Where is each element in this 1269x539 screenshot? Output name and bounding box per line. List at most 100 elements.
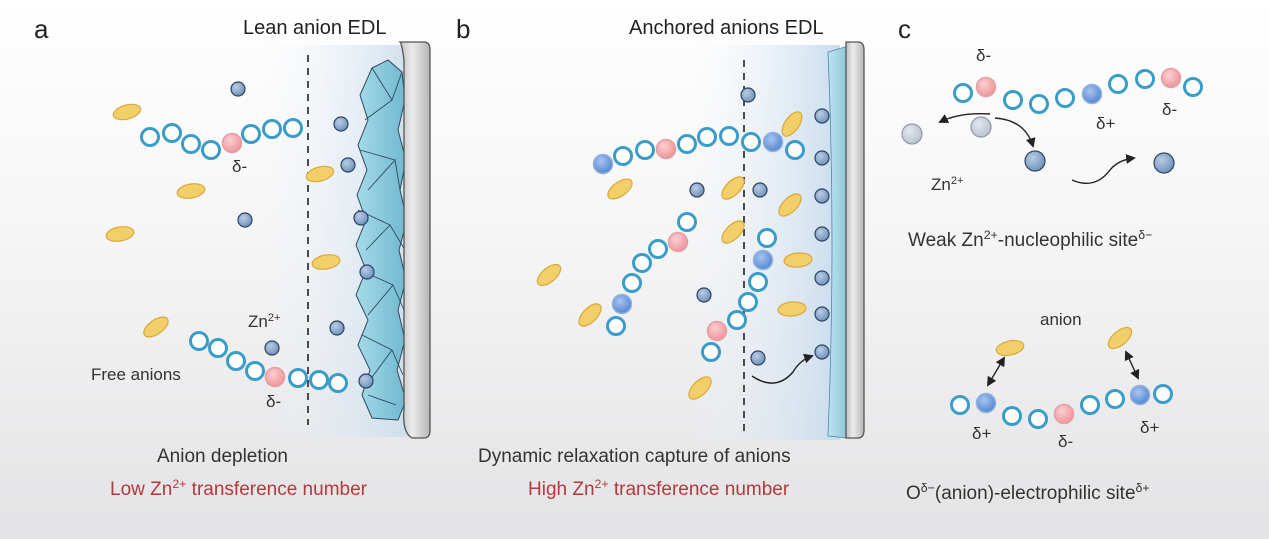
chain-unit	[606, 316, 626, 336]
anion	[721, 176, 745, 200]
cap1-pre: Weak Zn	[908, 230, 984, 251]
chain-positive-site	[1081, 83, 1103, 105]
panel-label-a: a	[34, 14, 49, 44]
delta-minus-label-c3: δ-	[1058, 432, 1074, 451]
chain-unit	[677, 134, 697, 154]
zn-ion	[901, 123, 923, 145]
chain-unit	[1135, 69, 1155, 89]
zn-ion	[814, 150, 830, 166]
chain-unit	[785, 140, 805, 160]
panel-label-c: c	[898, 14, 911, 44]
caption-low-transference: Low Zn2+ transference number	[110, 477, 367, 501]
chain-unit	[1028, 409, 1048, 429]
chain-negative-site	[655, 138, 677, 160]
chain-unit	[140, 127, 160, 147]
chain-unit	[613, 146, 633, 166]
caption-electrophilic: Oδ−(anion)-electrophilic siteδ+	[906, 481, 1150, 505]
zn-ion	[359, 264, 375, 280]
chain-negative-site	[975, 76, 997, 98]
zn-ion	[264, 340, 280, 356]
delta-plus-label-c3: δ+	[1140, 418, 1160, 437]
chain-negative-site	[1053, 403, 1075, 425]
chain-positive-site	[1129, 384, 1151, 406]
arrow	[987, 356, 1005, 387]
chain-unit	[1003, 90, 1023, 110]
caption-low-pre: Low Zn	[110, 479, 173, 500]
chain-unit	[648, 239, 668, 259]
caption-high-transference: High Zn2+ transference number	[528, 478, 790, 501]
anion	[143, 316, 169, 338]
chain-negative-site	[221, 132, 243, 154]
zn-ion	[333, 116, 349, 132]
anion	[721, 220, 745, 244]
chain-unit	[1105, 389, 1125, 409]
caption-anion-depletion: Anion depletion	[157, 446, 288, 467]
chain-unit	[201, 140, 221, 160]
arrow	[1071, 154, 1136, 184]
free-anions-label: Free anions	[91, 365, 181, 384]
chain-unit	[226, 351, 246, 371]
zn-ion	[814, 306, 830, 322]
anion	[311, 254, 341, 270]
chain-positive-site	[592, 153, 614, 175]
anion	[607, 178, 633, 200]
zn-label-a: Zn2+	[248, 312, 280, 332]
zn-ion	[230, 81, 246, 97]
chain-unit	[241, 124, 261, 144]
cap2-pre: O	[906, 483, 921, 504]
delta-minus-label-c2: δ-	[1162, 100, 1178, 119]
caption-low-post: transference number	[186, 479, 367, 500]
zn-ion	[752, 182, 768, 198]
chain-unit	[635, 140, 655, 160]
caption-low-charge: 2+	[172, 477, 187, 492]
chain-unit	[741, 132, 761, 152]
chain-unit	[953, 83, 973, 103]
zn-ion	[740, 87, 756, 103]
zn-ion	[750, 350, 766, 366]
zn-ion	[814, 226, 830, 242]
chain-unit	[262, 119, 282, 139]
zn-ion	[353, 210, 369, 226]
delta-plus-label-c2: δ+	[972, 424, 992, 443]
chain-unit	[245, 361, 265, 381]
anion	[578, 303, 602, 327]
cap2-sup2: δ+	[1135, 481, 1150, 496]
anion	[783, 252, 813, 268]
arrow	[1124, 350, 1140, 380]
delta-minus-label-c1: δ-	[976, 46, 992, 65]
arrow	[751, 353, 814, 384]
panel-b	[690, 41, 865, 440]
anion	[112, 103, 142, 121]
chain-unit	[1055, 88, 1075, 108]
zn-ion	[814, 108, 830, 124]
chain-unit	[632, 253, 652, 273]
zn-symbol-c: Zn	[931, 175, 951, 194]
zn-ion	[1153, 152, 1175, 174]
zn-ion	[696, 287, 712, 303]
chain-negative-site	[264, 366, 286, 388]
chain-unit	[162, 123, 182, 143]
anion	[105, 226, 135, 242]
anion	[781, 111, 803, 137]
diagram-elements	[105, 67, 1203, 429]
chain-positive-site	[762, 131, 784, 153]
caption-high-post: transference number	[608, 479, 790, 500]
chain-unit	[677, 212, 697, 232]
chain-unit	[950, 395, 970, 415]
zn-ion	[814, 270, 830, 286]
zn-ion	[358, 373, 374, 389]
chain-unit	[1108, 74, 1128, 94]
caption-weak-nucleophilic: Weak Zn2+-nucleophilic siteδ−	[908, 229, 1152, 252]
anion-label-c: anion	[1040, 310, 1082, 329]
chain-unit	[1153, 384, 1173, 404]
chain-positive-site	[975, 392, 997, 414]
protective-layer-b	[827, 45, 849, 439]
chain-unit	[701, 342, 721, 362]
zn-label-c: Zn2+	[931, 175, 963, 195]
chain-unit	[309, 370, 329, 390]
zn-ion	[1024, 150, 1046, 172]
chain-positive-site	[752, 249, 774, 271]
panel-a	[262, 41, 431, 439]
